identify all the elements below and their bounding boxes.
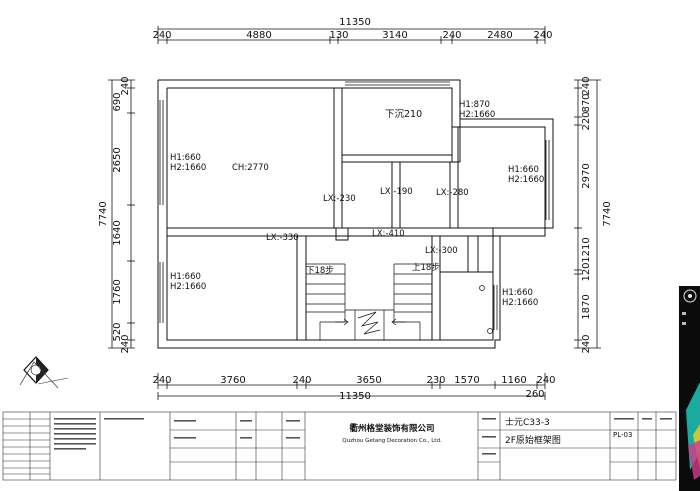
top-total-dimension: 11350: [339, 17, 371, 28]
level-label-300: LX:-300: [425, 246, 458, 256]
left-dim-1: 240: [120, 76, 131, 95]
bottom-dim-3: 240: [292, 375, 311, 386]
bottom-extra-dimension: 260: [525, 389, 544, 400]
level-label-330: LX:-330: [266, 233, 299, 243]
top-dim-7: 240: [533, 30, 552, 41]
left-dimension-chain: [108, 79, 135, 349]
side-panel-thumbnail: [679, 286, 700, 491]
project-name: 士元C33-3: [505, 416, 550, 428]
sunken-label: 下沉210: [385, 109, 422, 120]
right-dim-2: 870: [581, 93, 592, 112]
right-dim-7: 1870: [581, 294, 592, 319]
lower-left-h2: H2:1660: [170, 282, 206, 292]
company-name-cn: 衢州格堂装饰有限公司: [349, 423, 434, 434]
right-dim-3: 220: [581, 111, 592, 130]
right-dim-8: 240: [581, 334, 592, 353]
bottom-right-h2: H2:1660: [502, 298, 538, 308]
top-dim-3: 130: [329, 30, 348, 41]
bottom-dim-2: 3760: [220, 375, 245, 386]
right-room-h1: H1:660: [508, 165, 539, 175]
level-label-190: LX:-190: [380, 187, 413, 197]
right-dim-5: 1210: [581, 237, 592, 262]
level-label-280: LX:-280: [436, 188, 469, 198]
stair-down-label: 下18步: [306, 266, 334, 276]
level-label-410: LX:-410: [372, 229, 405, 239]
right-dimension-chain: [574, 79, 601, 349]
stair-up-label: 上18步: [412, 263, 440, 273]
top-dim-2: 4880: [246, 30, 271, 41]
title-block: [2, 411, 677, 481]
top-dim-6: 2480: [487, 30, 512, 41]
bottom-dim-4: 3650: [356, 375, 381, 386]
right-dim-6: 120: [581, 262, 592, 281]
top-dim-5: 240: [442, 30, 461, 41]
windows: [159, 81, 550, 330]
top-mid-h1: H1:870: [459, 100, 490, 110]
right-dim-1: 240: [581, 76, 592, 95]
bottom-dim-5: 230: [426, 375, 445, 386]
bottom-dimension-chain: [157, 373, 546, 400]
staircase: [306, 263, 432, 340]
bottom-dim-1: 240: [152, 375, 171, 386]
left-dim-7: 240: [120, 334, 131, 353]
left-dim-2: 690: [112, 92, 123, 111]
floor-drain-icon: [487, 328, 493, 334]
right-dim-4: 2970: [581, 163, 592, 188]
left-dim-5: 1760: [112, 279, 123, 304]
interior-walls: [167, 87, 545, 341]
left-dim-6: 520: [112, 322, 123, 341]
top-dimension-chain: [157, 26, 546, 44]
sheet-number: PL-03: [613, 431, 632, 439]
drawing-title: 2F原始框架图: [505, 434, 561, 446]
floor-drain-icon: [479, 285, 485, 291]
right-room-h2: H2:1660: [508, 175, 544, 185]
bottom-right-h1: H1:660: [502, 288, 533, 298]
left-dim-3: 2650: [112, 147, 123, 172]
right-total-dimension: 7740: [602, 201, 613, 226]
title-block-fine-print: [54, 418, 672, 455]
bottom-dim-6: 1570: [454, 375, 479, 386]
level-label-230: LX:-230: [323, 194, 356, 204]
ceiling-height-label: CH:2770: [232, 163, 269, 173]
bottom-dim-7: 1160: [501, 375, 526, 386]
top-mid-h2: H2:1660: [459, 110, 495, 120]
left-total-dimension: 7740: [98, 201, 109, 226]
big-room-h2: H2:1660: [170, 163, 206, 173]
top-dim-1: 240: [152, 30, 171, 41]
top-dim-4: 3140: [382, 30, 407, 41]
company-logo-icon: [19, 356, 69, 389]
left-dim-4: 1640: [112, 220, 123, 245]
company-name-en: Quzhou Getang Decoration Co., Ltd.: [342, 438, 442, 444]
big-room-h1: H1:660: [170, 153, 201, 163]
lower-left-h1: H1:660: [170, 272, 201, 282]
bottom-total-dimension: 11350: [339, 391, 371, 402]
bottom-dim-8: 240: [536, 375, 555, 386]
